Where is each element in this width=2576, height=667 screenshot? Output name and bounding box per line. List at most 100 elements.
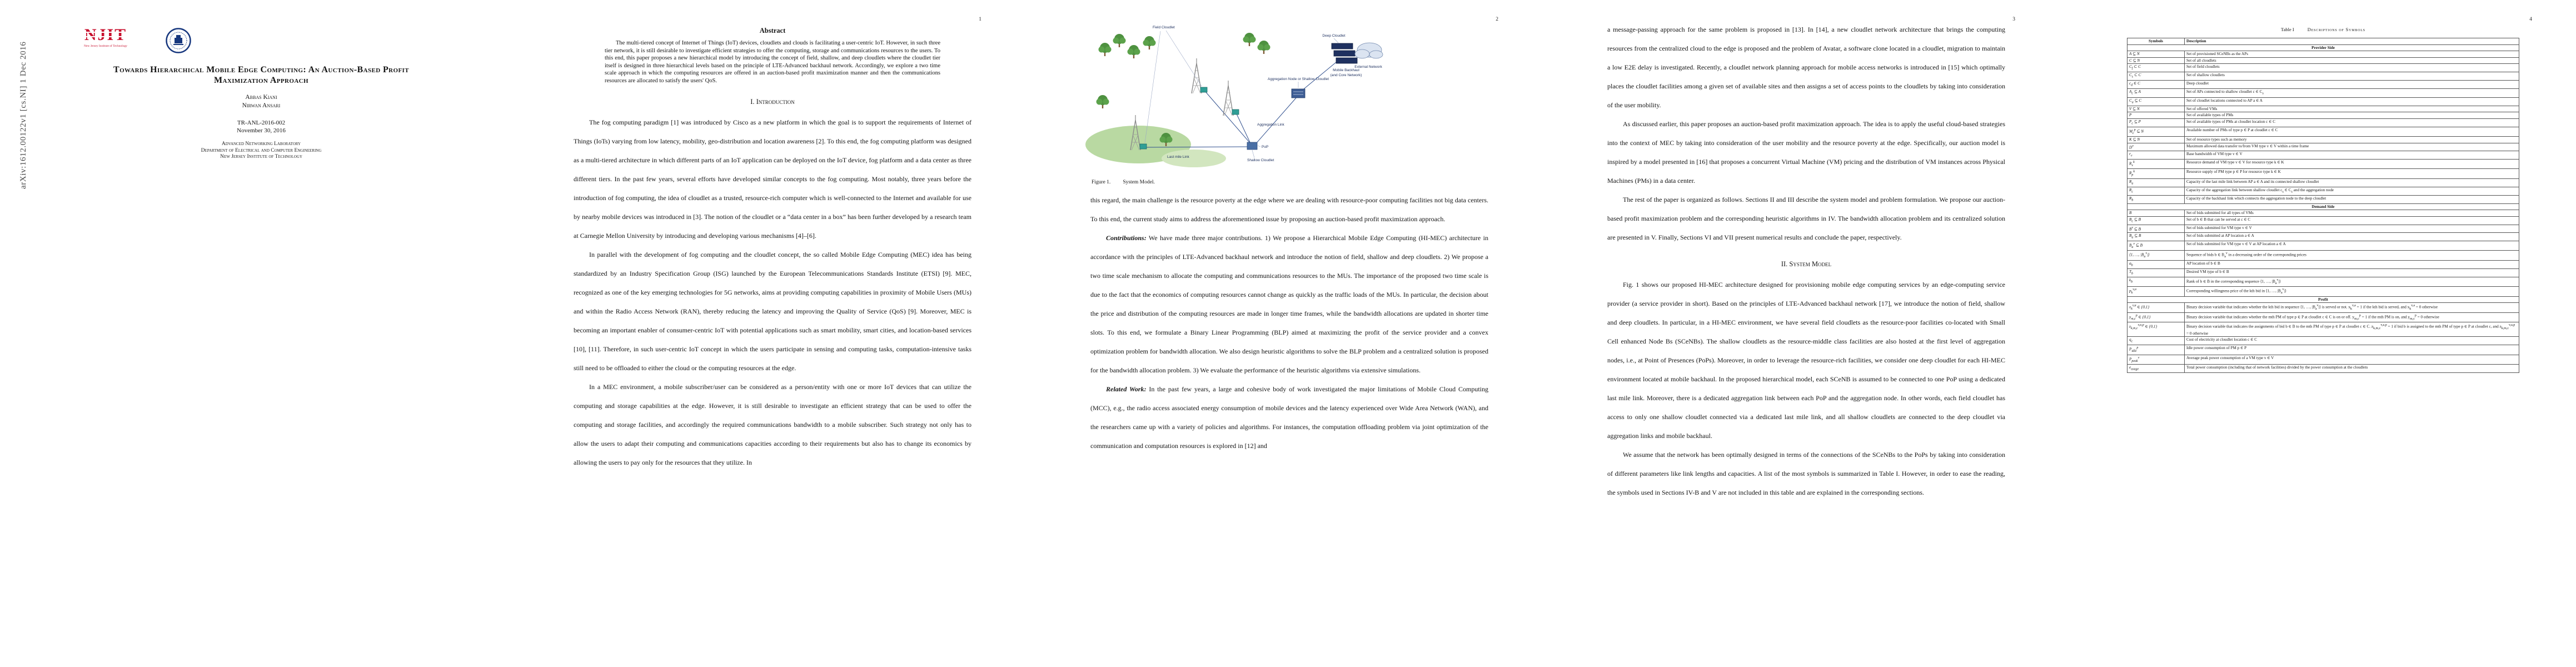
description-cell: Set of bids submitted for VM type v ∈ V: [2184, 224, 2519, 233]
description-cell: Corresponding willingness price of the k…: [2184, 286, 2519, 297]
pop-label: PoP: [1262, 145, 1268, 149]
affiliation-line: Department of Electrical and Computer En…: [201, 147, 322, 153]
symbol-cell: ym,cp ∈ {0,1}: [2127, 312, 2185, 323]
page-3: 3 a message-passing approach for the sam…: [1562, 12, 2051, 657]
aggregation-link-label: Aggregation Link: [1257, 123, 1285, 127]
paragraph: a message-passing approach for the same …: [1607, 26, 2005, 109]
abstract-heading: Abstract: [759, 27, 786, 34]
introduction-body: The fog computing paradigm [1] was intro…: [574, 113, 971, 472]
description-cell: Capacity of the backhaul link which conn…: [2184, 195, 2519, 204]
pop-leader: [1252, 145, 1261, 158]
contributions-text: We have made three major contributions. …: [1090, 234, 1488, 374]
page-2-body: this regard, the main challenge is the r…: [1090, 191, 1488, 455]
last-mile-link-label: Last mile Link: [1167, 155, 1189, 159]
related-work-text: In the past few years, a large and cohes…: [1090, 385, 1489, 450]
description-cell: Binary decision variable that indicates …: [2184, 312, 2519, 323]
aggregation-node-label: Aggregation Node or Shallow Cloudlet: [1268, 77, 1329, 81]
description-cell: Binary decision variable that indicates …: [2184, 322, 2519, 337]
njit-logo-tagline: New Jersey Institute of Technology: [83, 44, 128, 48]
contributions-lead: Contributions:: [1106, 234, 1147, 242]
description-cell: Set of bids submitted for VM type v ∈ V …: [2184, 240, 2519, 251]
njit-logo-stripe: [81, 32, 130, 33]
affiliation-line: Advanced Networking Laboratory: [221, 141, 301, 147]
njit-logo-text: NJIT: [84, 26, 127, 44]
njit-logo: NJIT New Jersey Institute of Technology: [79, 27, 132, 48]
symbol-cell: ab: [2127, 260, 2185, 269]
njit-seal-logo: [166, 28, 191, 56]
symbol-cell: C ⊆ N: [2127, 57, 2185, 64]
table-title: Table I: [2281, 27, 2294, 32]
symbol-cell: Rb: [2127, 195, 2185, 204]
description-cell: Set of bids submitted at AP location a ∈…: [2184, 232, 2519, 241]
paragraph: In parallel with the development of fog …: [574, 251, 971, 372]
table-caption: Table I Descriptions of Symbols: [2124, 27, 2522, 32]
table-section-row: Profit: [2127, 296, 2519, 303]
njit-logo-stripe: [81, 36, 130, 37]
trees-icon: [1096, 33, 1270, 146]
table-row: ym,cp ∈ {0,1}Binary decision variable th…: [2127, 312, 2519, 323]
table-section-label: Demand Side: [2127, 203, 2519, 211]
description-cell: Deep cloudlet: [2184, 80, 2519, 89]
description-column-header: Description: [2184, 38, 2519, 45]
description-cell: Capacity of the aggregation link between…: [2184, 186, 2519, 196]
page-number: 3: [2012, 17, 2015, 22]
page-number: 1: [979, 17, 981, 22]
description-cell: Resource supply of PM type p ∈ P for res…: [2184, 168, 2519, 179]
page-3-body: a message-passing approach for the same …: [1607, 20, 2005, 247]
symbol-cell: Cf ⊂ C: [2127, 63, 2185, 73]
description-cell: Set of all cloudlets: [2184, 57, 2519, 64]
paragraph: Fig. 1 shows our proposed HI-MEC archite…: [1607, 281, 2005, 440]
symbol-cell: B: [2127, 210, 2185, 217]
description-cell: Capacity of the last mile link between A…: [2184, 178, 2519, 187]
authors-block: Abbas Kiani Nirwan Ansari: [106, 93, 417, 110]
symbol-cell: A ⊆ N: [2127, 51, 2185, 58]
cell-tower-icon: [1223, 81, 1234, 116]
field-cloudlet-leader: [1144, 30, 1202, 143]
symbol-cell: Dv: [2127, 142, 2185, 151]
related-work-lead: Related Work:: [1106, 385, 1147, 393]
symbol-cell: Pc ⊆ P: [2127, 118, 2185, 127]
symbol-cell: Pidlep: [2127, 345, 2185, 355]
field-cloudlet-label: Field Cloudlet: [1153, 26, 1175, 29]
figure-caption-label: Figure 1.: [1092, 180, 1111, 185]
link-lines: [1144, 52, 1363, 148]
description-cell: Set of provisioned SCeNBs as the APs: [2184, 51, 2519, 58]
table-row: xkv,a ∈ {0,1}Binary decision variable th…: [2127, 302, 2519, 313]
cell-tower-icon: [1130, 115, 1141, 151]
description-cell: Set of shallow cloudlets: [2184, 72, 2519, 81]
table-row: zk,m,cv,a,p ∈ {0,1}Binary decision varia…: [2127, 322, 2519, 337]
table-header-row: Symbols Description: [2127, 38, 2519, 45]
symbol-cell: Rvk: [2127, 158, 2185, 170]
report-number: TR-ANL-2016-002: [237, 120, 286, 126]
description-cell: Binary decision variable that indicates …: [2184, 302, 2519, 313]
description-cell: Set of APs connected to shallow cloudlet…: [2184, 88, 2519, 98]
table-section-row: Provider Side: [2127, 44, 2519, 52]
table-subtitle: Descriptions of Symbols: [2307, 27, 2365, 32]
deep-cloudlet-label: Deep Cloudlet: [1322, 34, 1345, 38]
description-cell: Idle power consumption of PM p ∈ P: [2184, 345, 2519, 355]
paragraph: In a MEC environment, a mobile subscribe…: [574, 383, 971, 466]
symbol-cell: Ba ⊆ B: [2127, 232, 2185, 241]
symbol-cell: eusage: [2127, 364, 2185, 374]
system-model-heading: II. System Model: [1781, 260, 1832, 268]
symbol-cell: Ca ⊆ C: [2127, 97, 2185, 106]
system-model-figure: Field Cloudlet PoP Shallow Cloudlet Last…: [1085, 26, 1383, 167]
